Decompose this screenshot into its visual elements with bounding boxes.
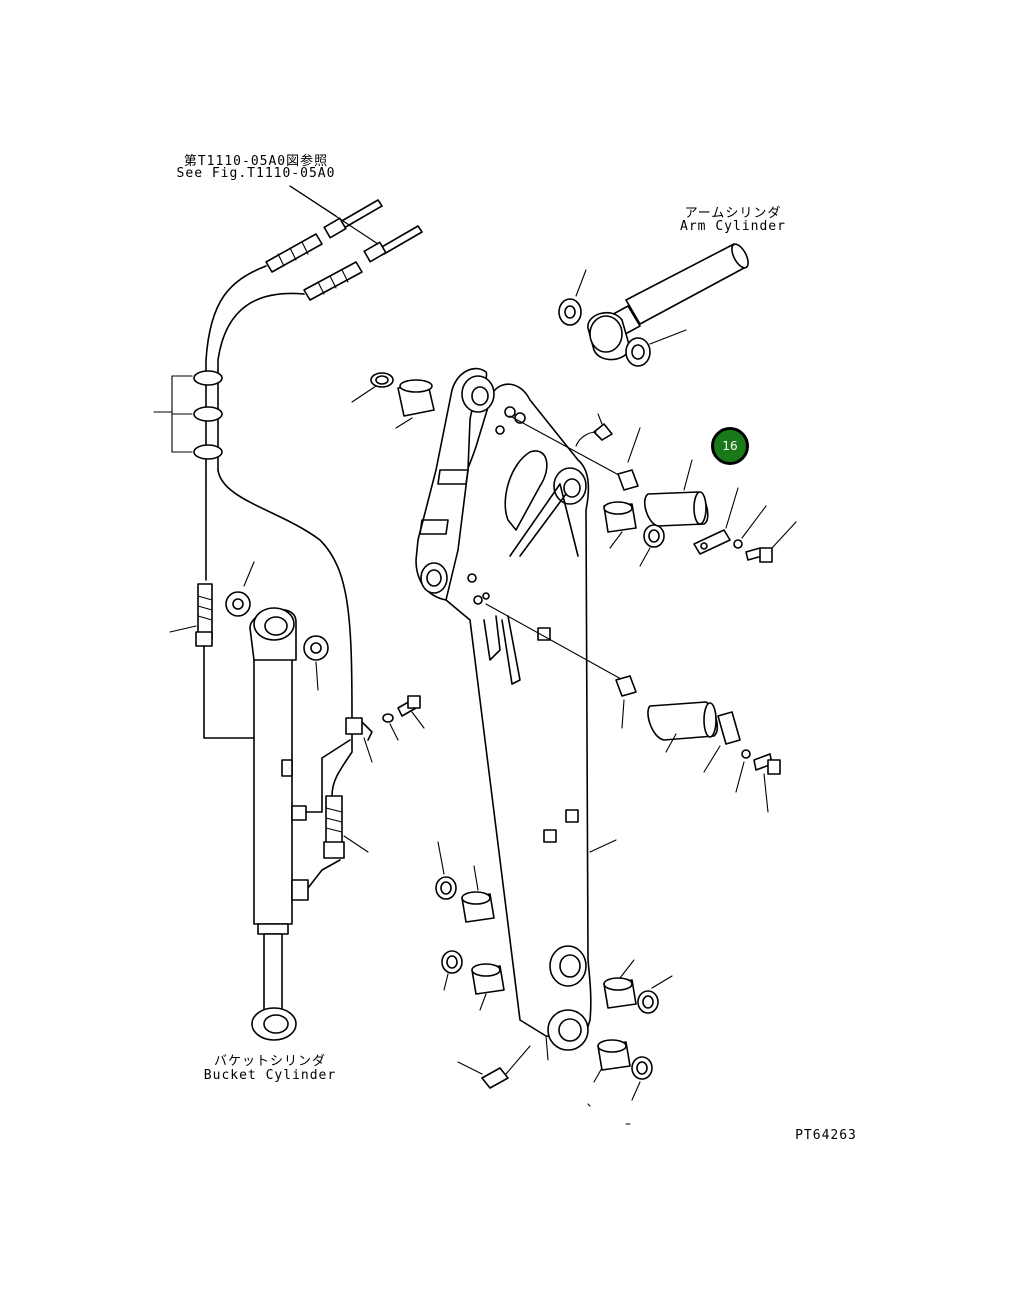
grease-fittings bbox=[457, 413, 641, 1089]
arm-cylinder-label-jp: アームシリンダ bbox=[684, 206, 782, 221]
arm-cylinder-label-en: Arm Cylinder bbox=[680, 219, 786, 234]
lower-bushings bbox=[435, 841, 673, 1101]
bucket-cylinder-label-en: Bucket Cylinder bbox=[203, 1068, 337, 1083]
reference-label-jp: 第T1110-05A0図参照 bbox=[183, 154, 329, 169]
bucket-cylinder-label-jp: バケットシリンダ bbox=[213, 1054, 326, 1069]
drawing-number: PT64263 bbox=[795, 1128, 857, 1143]
reference-label-en: See Fig.T1110-05A0 bbox=[176, 166, 336, 181]
upper-pin-group bbox=[351, 372, 797, 567]
bucket-cylinder bbox=[225, 561, 351, 1041]
middle-pin-group bbox=[647, 701, 781, 813]
callout-16[interactable]: 16 bbox=[711, 427, 749, 465]
arm-cylinder bbox=[558, 243, 749, 367]
callout-number: 16 bbox=[722, 439, 738, 453]
hose-clamp-bolt bbox=[345, 695, 425, 763]
hose-assembly bbox=[153, 185, 423, 859]
arm-body bbox=[415, 367, 617, 1061]
